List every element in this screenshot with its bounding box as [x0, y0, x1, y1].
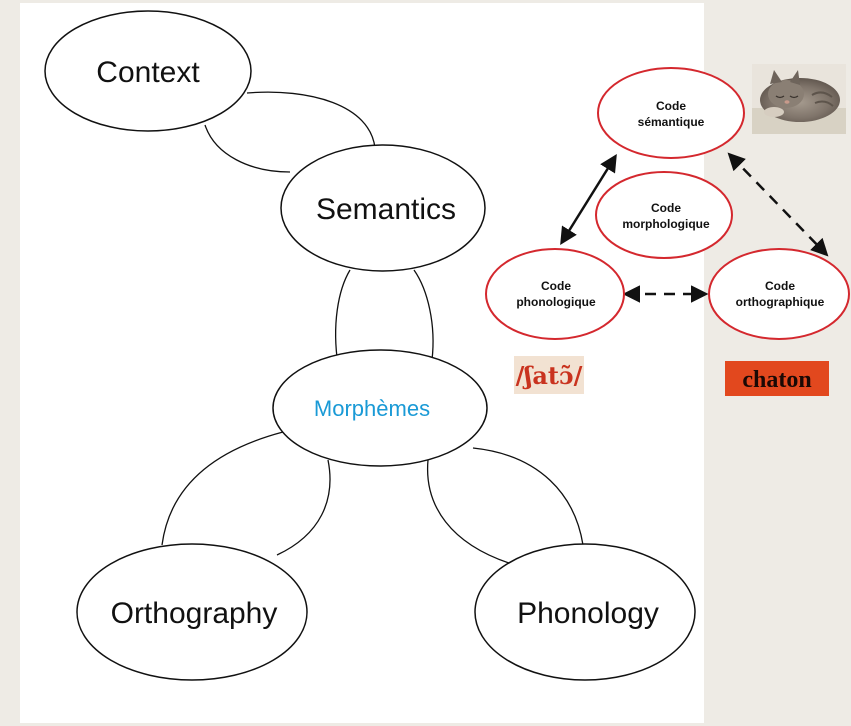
node-context: Context [44, 10, 252, 132]
ipa-example-text: /ʃatɔ̃/ [516, 361, 583, 390]
kitten-photo [752, 64, 846, 134]
code-orthographique-line1: Code [765, 279, 795, 293]
node-morphemes: Morphèmes [272, 349, 488, 467]
connector-morphemes-phonology-inner [426, 459, 516, 566]
node-code-morphologique: Code morphologique [595, 171, 733, 259]
code-morphologique-line1: Code [651, 201, 681, 215]
arrow-semantic-orthographic [727, 152, 829, 257]
node-code-semantique: Code sémantique [597, 67, 745, 159]
node-orthography: Orthography [76, 543, 308, 681]
chaton-example-text: chaton [742, 367, 811, 393]
connector-context-semantics-lower [204, 124, 291, 173]
arrow-semantic-phonological [560, 154, 617, 245]
code-semantique-line1: Code [656, 99, 686, 113]
node-semantics-label: Semantics [316, 193, 456, 226]
node-phonology-label: Phonology [517, 597, 659, 630]
right-arrows [560, 152, 829, 303]
node-code-orthographique: Code orthographique [708, 248, 850, 340]
connector-semantics-morphemes-left [335, 269, 351, 366]
connector-morphemes-phonology-outer [472, 447, 584, 546]
code-morphologique-line2: morphologique [622, 217, 710, 231]
code-phonologique-line2: phonologique [516, 295, 596, 309]
node-phonology: Phonology [474, 543, 696, 681]
connector-morphemes-orthography-inner [276, 459, 331, 556]
left-connectors [161, 91, 584, 566]
node-code-phonologique: Code phonologique [485, 248, 625, 340]
chaton-example: chaton [725, 361, 829, 396]
connector-morphemes-orthography-outer [161, 431, 284, 546]
node-morphemes-label: Morphèmes [314, 396, 430, 421]
node-orthography-label: Orthography [111, 597, 278, 630]
code-orthographique-line2: orthographique [736, 295, 825, 309]
node-context-label: Context [96, 56, 200, 89]
connector-semantics-morphemes-right [413, 269, 434, 361]
ipa-example: /ʃatɔ̃/ [514, 356, 584, 394]
code-phonologique-line1: Code [541, 279, 571, 293]
connector-context-semantics-upper [246, 91, 376, 149]
node-semantics: Semantics [280, 144, 486, 272]
code-semantique-line2: sémantique [638, 115, 705, 129]
